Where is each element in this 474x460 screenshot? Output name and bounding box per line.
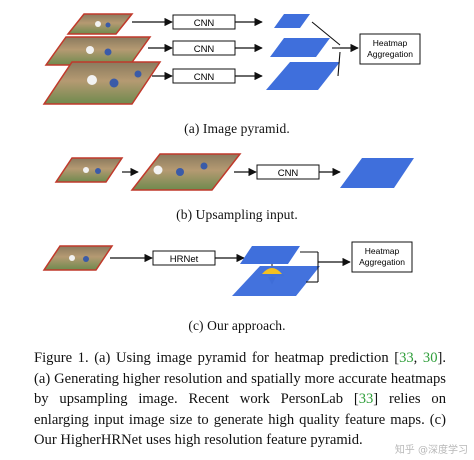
- cnn-box-2: CNN: [172, 40, 236, 56]
- citation-30[interactable]: 30: [422, 350, 438, 366]
- hrnet-box-label: HRNet: [170, 254, 199, 265]
- caption-b: (b) Upsampling input.: [176, 207, 298, 222]
- cnn-box-3: CNN: [172, 68, 236, 84]
- caption-c: (c) Our approach.: [188, 318, 286, 333]
- heatmap-b: [340, 158, 414, 188]
- caption-a: (a) Image pyramid.: [184, 121, 290, 136]
- feature-map-high: [232, 266, 320, 296]
- heatmap-large: [266, 62, 340, 90]
- fusion-icon-top: [262, 268, 282, 274]
- heatmap-aggregation-box-c: Heatmap Aggregation: [351, 241, 413, 273]
- aggregation-a-line2: Aggregation: [367, 49, 413, 59]
- caption-text-3: ]. (a) Generating higher resolution and …: [34, 350, 447, 407]
- input-image-large: [42, 61, 162, 105]
- cnn-box-b-label: CNN: [278, 168, 299, 179]
- figure-diagram: CNN CNN CNN Heatmap Aggregation: [42, 13, 421, 296]
- input-image-small: [66, 13, 134, 35]
- input-image-c: [42, 245, 114, 271]
- cnn-box-2-label: CNN: [194, 44, 215, 55]
- cnn-box-3-label: CNN: [194, 72, 215, 83]
- caption-text-2: ,: [413, 350, 423, 366]
- heatmap-aggregation-box-a: Heatmap Aggregation: [359, 33, 421, 65]
- panel-b: CNN: [54, 153, 414, 191]
- heatmap-medium: [270, 38, 330, 57]
- citation-33-b[interactable]: 33: [358, 391, 374, 407]
- hrnet-box: HRNet: [152, 250, 216, 266]
- caption-text-1: Figure 1. (a) Using image pyramid for he…: [34, 350, 400, 366]
- watermark: 知乎 @深度学习: [394, 445, 468, 456]
- panel-c: HRNet Heatmap Aggregation: [42, 241, 413, 296]
- input-image-b-upsampled: [130, 153, 242, 191]
- citation-33[interactable]: 33: [399, 350, 414, 366]
- aggregation-c-line1: Heatmap: [365, 246, 400, 256]
- aggregation-c-line2: Aggregation: [359, 257, 405, 267]
- cnn-box-1: CNN: [172, 14, 236, 30]
- input-image-medium: [44, 36, 152, 66]
- aggregation-a-line1: Heatmap: [373, 38, 408, 48]
- cnn-box-1-label: CNN: [194, 18, 215, 29]
- panel-a: CNN CNN CNN Heatmap Aggregation: [42, 13, 421, 105]
- heatmap-small: [274, 14, 310, 28]
- caption-text-4: ] relies on enlarging input image size t…: [34, 391, 446, 448]
- figure-caption: Figure 1. (a) Using image pyramid for he…: [34, 348, 446, 451]
- input-image-b-small: [54, 157, 124, 183]
- feature-map-low: [240, 246, 300, 264]
- cnn-box-b: CNN: [256, 164, 320, 180]
